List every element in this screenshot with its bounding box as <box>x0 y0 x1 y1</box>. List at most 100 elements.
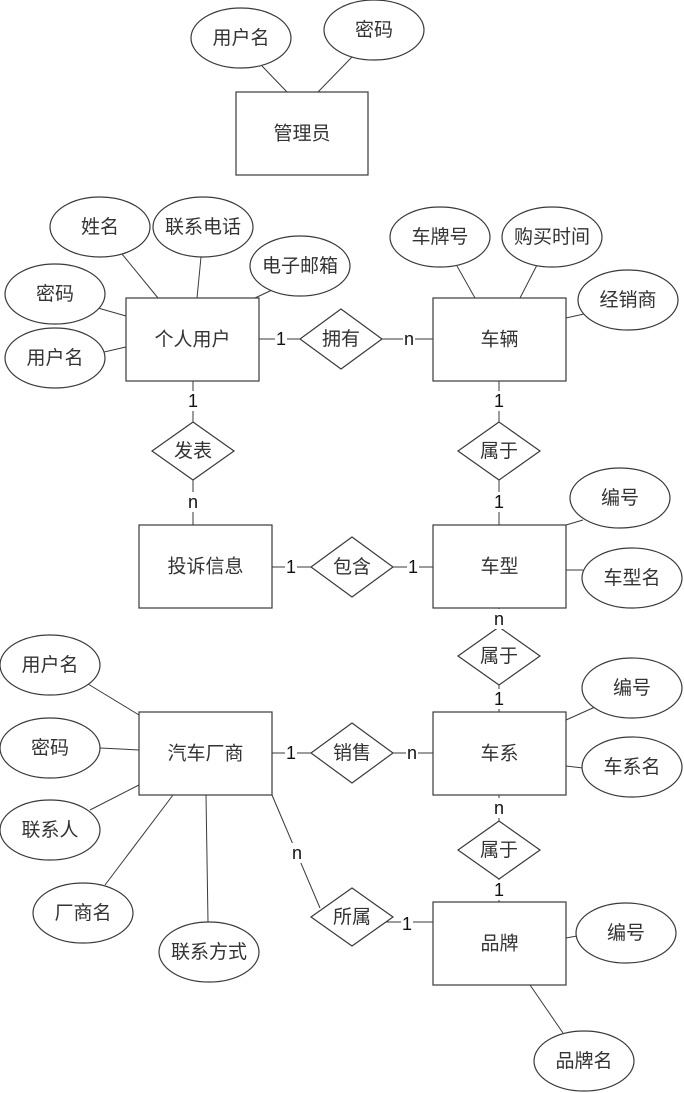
relationship-label: 销售 <box>333 742 371 764</box>
relationship-diamond <box>309 887 395 947</box>
cardinality-label: n <box>404 329 414 349</box>
attribute-ellipse <box>152 196 254 258</box>
cardinality-label: 1 <box>408 557 418 577</box>
attribute-admin-username: 用户名 <box>190 7 292 69</box>
connector-line <box>261 65 288 93</box>
cardinality-background <box>285 743 297 763</box>
attribute-user-name: 姓名 <box>49 196 151 258</box>
relationship-diamond <box>456 421 542 481</box>
attribute-label: 联系方式 <box>171 941 247 963</box>
attribute-label: 用户名 <box>26 347 83 369</box>
cardinality-background <box>401 914 413 934</box>
cardinality-aff-brand: 1 <box>401 914 413 934</box>
entity-box <box>432 524 567 609</box>
cardinality-aff-mfr: n <box>291 843 303 863</box>
cardinality-own-vehicle: n <box>403 329 415 349</box>
attribute-ellipse <box>158 921 260 983</box>
attribute-series-id: 编号 <box>581 657 683 719</box>
cardinality-background <box>493 880 505 900</box>
attribute-admin-password: 密码 <box>323 0 425 61</box>
relationship-label: 包含 <box>333 556 371 578</box>
attribute-label: 密码 <box>36 283 74 305</box>
attribute-label: 密码 <box>355 19 393 41</box>
cardinality-vbm-model: 1 <box>493 492 505 512</box>
cardinality-label: n <box>494 798 504 818</box>
relationship-diamond <box>456 626 542 686</box>
relationship-label: 拥有 <box>322 328 360 350</box>
attribute-ellipse <box>501 206 603 268</box>
connector-line <box>529 984 564 1034</box>
entity-label: 管理员 <box>273 123 330 145</box>
cardinality-label: n <box>494 609 504 629</box>
attribute-label: 联系人 <box>21 819 78 841</box>
attribute-label: 编号 <box>613 677 651 699</box>
connector-line <box>205 794 209 923</box>
attribute-label: 购买时间 <box>514 226 590 248</box>
cardinality-label: 1 <box>188 391 198 411</box>
attribute-user-email: 电子邮箱 <box>249 235 351 297</box>
attribute-series-name: 车系名 <box>581 736 683 798</box>
relationship-diamond <box>456 820 542 880</box>
cardinality-background <box>403 329 415 349</box>
attribute-ellipse <box>0 799 101 861</box>
attribute-vehicle-dealer: 经销商 <box>577 269 679 331</box>
entity-complaint: 投诉信息 <box>138 524 273 609</box>
cardinality-vbm-vehicle: 1 <box>493 391 505 411</box>
cardinality-publish-complaint: n <box>187 492 199 512</box>
attribute-vehicle-purchase-time: 购买时间 <box>501 206 603 268</box>
attribute-ellipse <box>323 0 425 61</box>
cardinality-label: 1 <box>402 914 412 934</box>
attribute-label: 编号 <box>607 922 645 944</box>
cardinality-background <box>493 689 505 709</box>
attribute-vehicle-plate: 车牌号 <box>389 206 491 268</box>
cardinality-sell-series: n <box>406 743 418 763</box>
attribute-label: 用户名 <box>212 27 269 49</box>
entity-vehicle: 车辆 <box>432 297 567 382</box>
relationship-model-belongs-series: 属于 <box>456 626 542 686</box>
entity-label: 汽车厂商 <box>167 743 243 765</box>
relationship-affiliated: 所属 <box>309 887 395 947</box>
cardinality-background <box>187 391 199 411</box>
entity-box <box>125 297 260 382</box>
attribute-label: 经销商 <box>599 289 656 311</box>
attribute-mfr-contact-method: 联系方式 <box>158 921 260 983</box>
attribute-ellipse <box>249 235 351 297</box>
cardinality-label: n <box>292 843 302 863</box>
connector-line <box>317 56 353 93</box>
cardinality-background <box>493 391 505 411</box>
attribute-ellipse <box>49 196 151 258</box>
relationship-diamond <box>150 421 236 481</box>
entity-box <box>235 91 369 176</box>
connector-line <box>456 265 476 299</box>
cardinality-label: 1 <box>494 492 504 512</box>
cardinality-contain-complaint: 1 <box>285 557 297 577</box>
cardinality-label: 1 <box>286 557 296 577</box>
attribute-ellipse <box>4 263 106 325</box>
entity-car-series: 车系 <box>432 711 567 796</box>
cardinality-sell-mfr: 1 <box>285 743 297 763</box>
relationship-own: 拥有 <box>298 308 384 370</box>
entity-personal-user: 个人用户 <box>125 297 260 382</box>
relationship-series-belongs-brand: 属于 <box>456 820 542 880</box>
relationship-publish: 发表 <box>150 421 236 481</box>
entity-label: 车辆 <box>480 329 518 351</box>
attribute-label: 电子邮箱 <box>262 255 338 277</box>
attribute-label: 车牌号 <box>411 226 468 248</box>
connector-line <box>565 519 584 526</box>
attribute-label: 品牌名 <box>555 1050 612 1072</box>
connector-line <box>254 289 273 299</box>
attribute-ellipse <box>581 657 683 719</box>
attribute-mfr-password: 密码 <box>0 717 101 779</box>
attribute-mfr-name: 厂商名 <box>32 882 134 944</box>
connector-line <box>87 683 140 716</box>
cardinality-label: 1 <box>494 880 504 900</box>
connector-line <box>565 935 578 939</box>
entity-admin: 管理员 <box>235 91 369 176</box>
attribute-mfr-contact-person: 联系人 <box>0 799 101 861</box>
attribute-user-password: 密码 <box>4 263 106 325</box>
relationship-diamond <box>309 722 395 784</box>
attribute-label: 编号 <box>601 487 639 509</box>
relationship-vehicle-belongs-model: 属于 <box>456 421 542 481</box>
attribute-ellipse <box>569 467 671 529</box>
